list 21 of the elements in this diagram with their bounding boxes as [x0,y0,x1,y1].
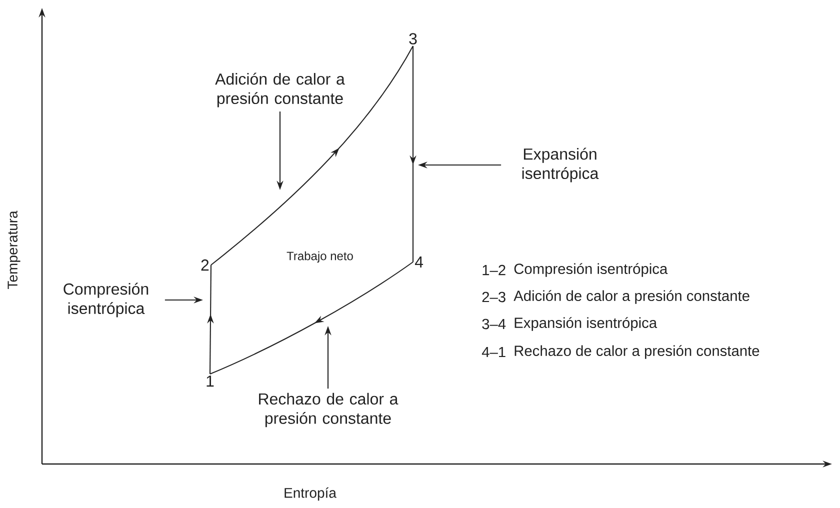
process-number: 3–4 [482,318,506,330]
callout-text: Expansión isentrópica [522,148,599,182]
process-description: Rechazo de calor a presión constante [514,345,760,359]
state-number: 2 [201,259,209,271]
axis-label: Temperatura [8,210,20,289]
callout-text: Adición de calor a presión constante [215,72,345,108]
state-number: 4 [414,256,424,268]
callout-text: Compresión isentrópica [64,282,148,318]
process-line [210,262,414,374]
state-number: 1 [206,376,214,387]
process-number: 4–1 [482,346,506,358]
callout-text: Rechazo de calor a presión constante [259,392,398,428]
axis-label: Entropía [284,487,336,501]
process-description: Expansión isentrópica [514,317,658,331]
process-description: Adición de calor a presión constante [514,290,750,304]
process-line [210,46,414,266]
process-number: 2–3 [482,292,506,302]
area-label: Trabajo neto [286,251,353,263]
process-number: 1–2 [482,264,506,276]
process-description: Compresión isentrópica [514,263,668,277]
state-number: 3 [409,33,417,44]
